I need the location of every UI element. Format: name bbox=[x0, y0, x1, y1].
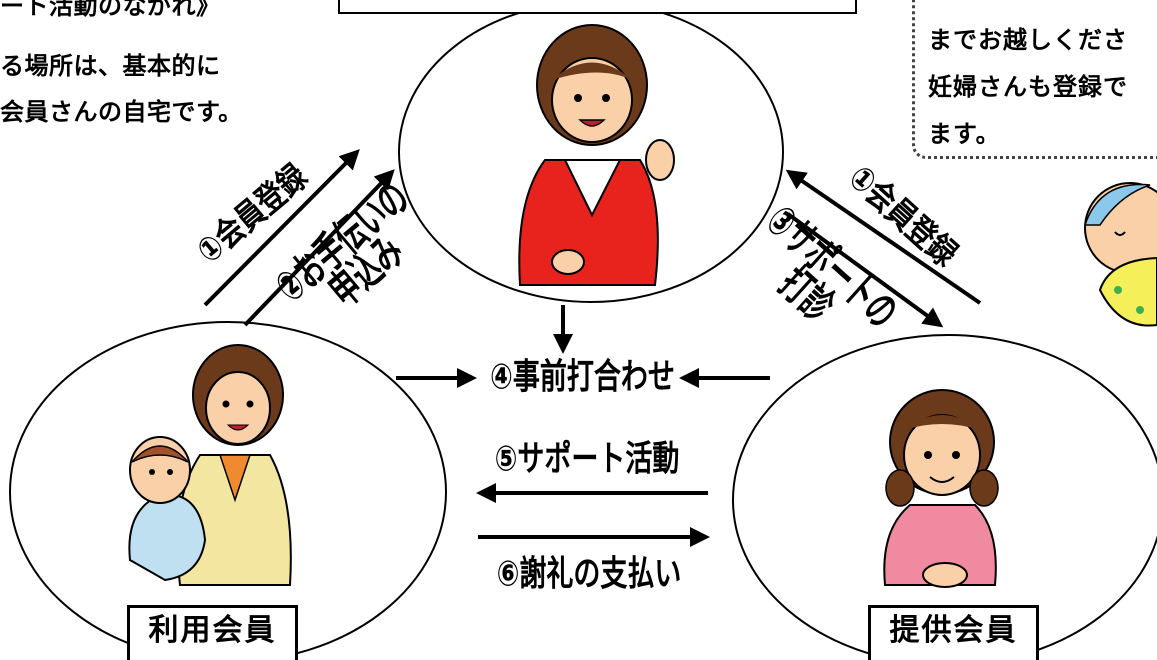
arrow-user-register bbox=[203, 149, 360, 307]
note-box bbox=[912, 0, 1157, 159]
label-pre-meeting: ④事前打合わせ bbox=[490, 357, 675, 398]
arrow-user-apply bbox=[243, 169, 395, 327]
provider-member-circle bbox=[732, 334, 1157, 657]
provider-member-illustration bbox=[883, 389, 999, 588]
baby-illustration bbox=[1083, 182, 1157, 327]
arrow-provider-register bbox=[785, 169, 982, 305]
arrow-consult-provider bbox=[786, 212, 944, 328]
note-text-line-2: 妊婦さんも登録で bbox=[928, 73, 1128, 101]
note-text-line-3: ます。 bbox=[928, 120, 1001, 148]
advisor-illustration bbox=[518, 24, 675, 286]
label-support: ⑤サポート活動 bbox=[494, 439, 680, 480]
label-payment: ⑥謝礼の支払い bbox=[496, 554, 682, 595]
title-box bbox=[338, 0, 857, 14]
intro-text-line-2: る場所は、基本的に bbox=[0, 52, 221, 80]
user-member-label: 利用会員 bbox=[127, 605, 298, 660]
intro-text-line-1: ート活動のながれ》 bbox=[0, 0, 221, 20]
provider-member-label: 提供会員 bbox=[868, 605, 1039, 660]
intro-text-line-3: 会員さんの自宅です。 bbox=[0, 98, 243, 126]
note-text-line-1: までお越しくださ bbox=[928, 26, 1128, 54]
user-member-illustration bbox=[128, 344, 292, 586]
